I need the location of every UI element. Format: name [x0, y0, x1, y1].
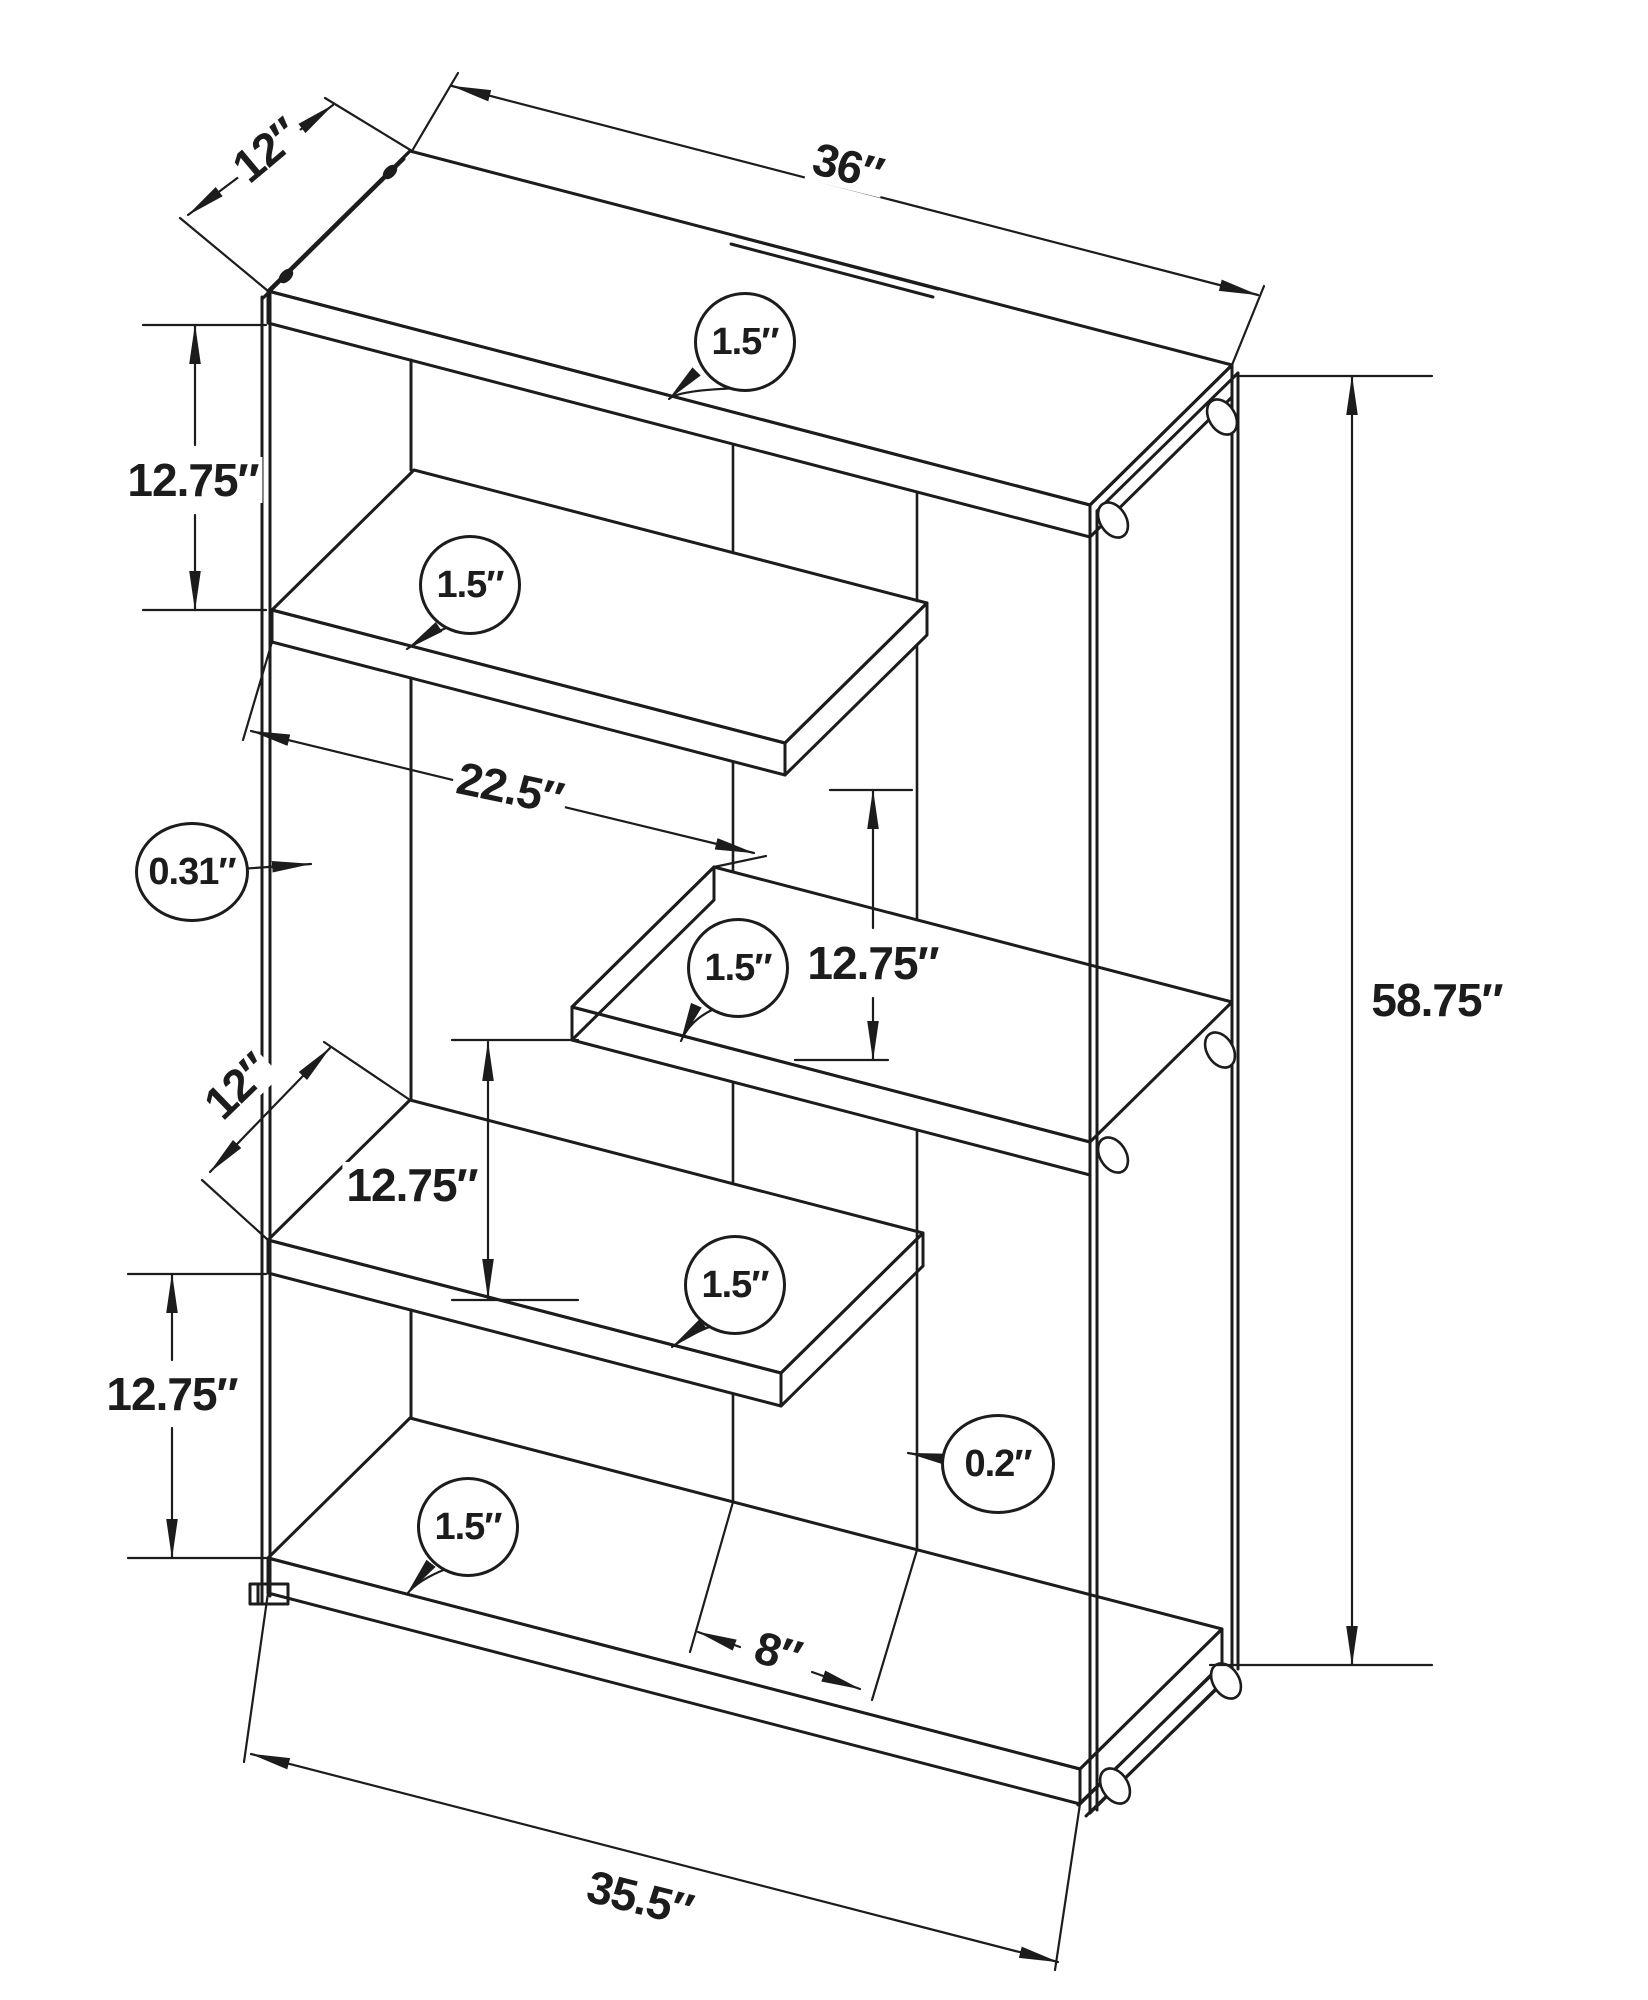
- dim-back-gap-8: [688, 1500, 919, 1702]
- leader-glass-thickness: [238, 860, 313, 873]
- dim-bubble-shelf3-thickness: 1.5″: [687, 918, 789, 1018]
- dim-bottom-width-35-5: [242, 1591, 1082, 1972]
- dim-label-gap-middle-right: 12.75″: [803, 940, 943, 986]
- dim-gap-middle-right-12-75: [793, 788, 914, 1062]
- shelf-4: [266, 1098, 925, 1408]
- dim-label-gap-upper-left: 12.75″: [123, 457, 263, 503]
- leader-thk-shelf3: [679, 1002, 716, 1043]
- bottom-shelf: [266, 1416, 1224, 1806]
- wall-strip: [734, 234, 940, 291]
- dim-height-58-75: [1208, 374, 1434, 1667]
- dim-label-gap-lower-left: 12.75″: [102, 1371, 242, 1417]
- dim-gap-middle-left-12-75: [450, 1038, 580, 1302]
- shelf-3: [570, 865, 1234, 1177]
- glass-connectors: [1096, 398, 1243, 1805]
- left-glass-foot: [248, 1582, 290, 1606]
- dim-top-depth-12: [178, 96, 414, 293]
- dim-bubble-shelf4-thickness: 1.5″: [684, 1235, 786, 1335]
- dim-top-width-36: [410, 71, 1266, 367]
- dim-bubble-top-shelf-thickness: 1.5″: [694, 292, 796, 392]
- dim-bubble-glass-thickness: 0.31″: [135, 822, 249, 922]
- leader-thk-shelf2: [405, 622, 450, 651]
- dim-label-back-panel-gap: 8″: [746, 1621, 810, 1683]
- leader-thk-shelf5: [405, 1559, 448, 1596]
- dim-bubble-bottom-shelf-thickness: 1.5″: [417, 1477, 519, 1577]
- dim-shelf2-length-22-5: [241, 640, 768, 869]
- shelf-2: [270, 468, 929, 777]
- dim-gap-lower-left-12-75: [126, 1272, 268, 1560]
- glass-connector-dot: [278, 268, 294, 284]
- dim-bubble-shelf2-thickness: 1.5″: [419, 535, 521, 635]
- dim-shelf4-depth-12: [200, 1040, 412, 1242]
- dim-bubble-back-panel-thickness: 0.2″: [941, 1414, 1055, 1514]
- dim-gap-upper-left-12-75: [141, 323, 268, 612]
- dim-label-gap-middle-left: 12.75″: [342, 1162, 482, 1208]
- leader-thk-shelf4: [670, 1318, 714, 1349]
- wall-strip: [729, 242, 935, 299]
- dim-label-overall-height: 58.75″: [1367, 977, 1507, 1023]
- left-glass-panel: [248, 149, 412, 1606]
